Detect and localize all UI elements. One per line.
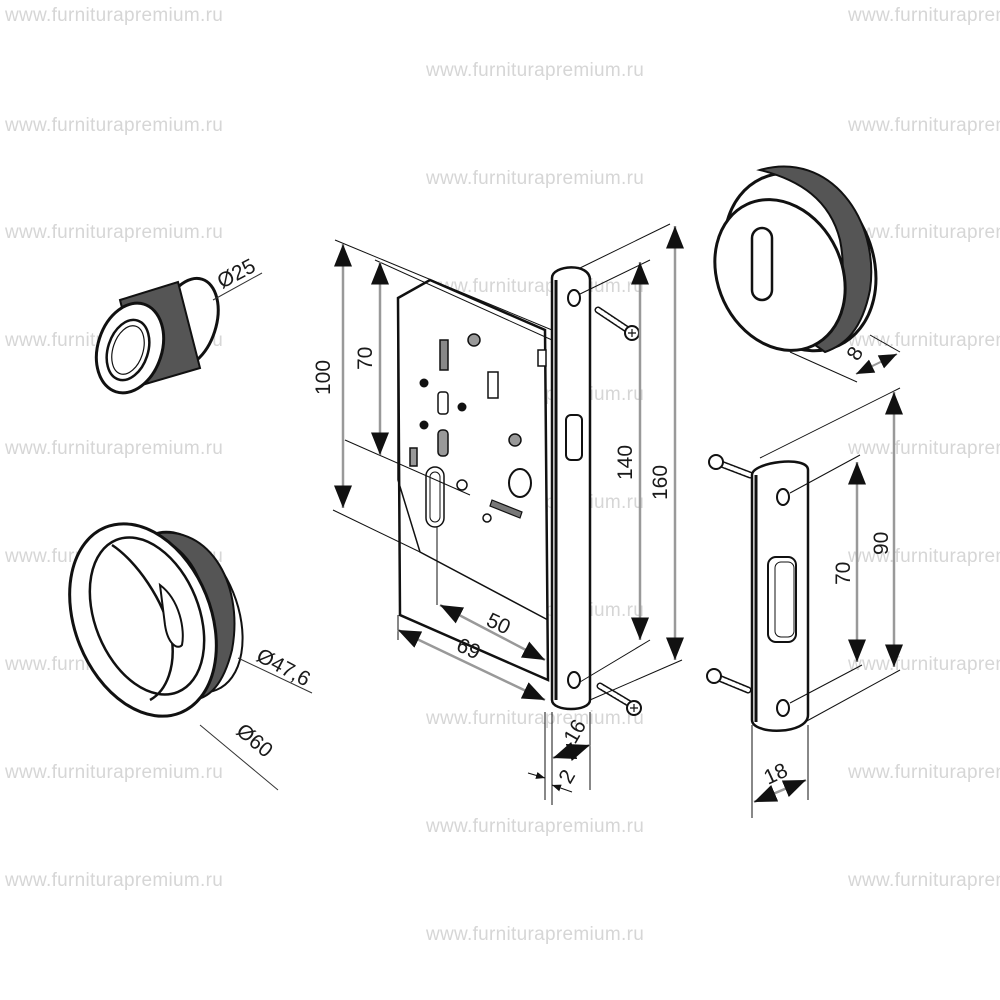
lock-body [396, 266, 642, 716]
dim-handle-inner-diameter: Ø47,6 [253, 644, 314, 691]
dim-lock-100: 100 [312, 360, 335, 395]
cylinder-cup [94, 272, 263, 395]
screw-icon [708, 454, 754, 479]
key-rosette [713, 165, 901, 383]
dim-rosette-depth: 8 [842, 343, 868, 365]
dim-strike-70: 70 [832, 562, 855, 585]
strike-dimension-lines [751, 387, 901, 818]
dim-lock-70: 70 [354, 347, 377, 370]
dim-lock-160: 160 [649, 465, 672, 500]
dim-faceplate-2: 2 [554, 766, 580, 788]
dim-handle-outer-diameter: Ø60 [232, 719, 277, 762]
screw-icon [594, 306, 640, 341]
screw-icon [596, 682, 642, 716]
dim-lock-140: 140 [614, 445, 637, 480]
handle-cup [68, 522, 313, 791]
dim-strike-18: 18 [760, 759, 791, 790]
screw-icon [706, 668, 752, 694]
dim-faceplate-16: 16 [559, 716, 591, 748]
dim-strike-90: 90 [870, 532, 893, 555]
strike-plate [706, 454, 810, 732]
lock-dimension-arrows [334, 226, 684, 761]
